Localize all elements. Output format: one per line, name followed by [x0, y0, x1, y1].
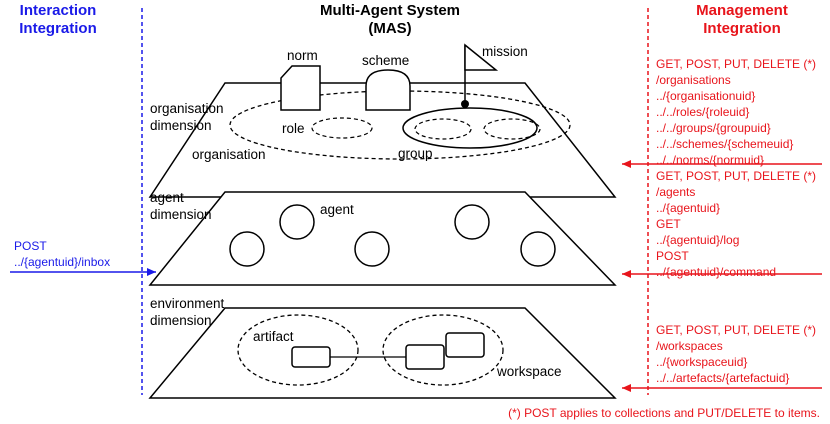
agent-dimension-label-line1: agent [150, 190, 184, 205]
mas-title-line2: (MAS) [368, 20, 411, 37]
agent-circle [520, 231, 556, 267]
mgmt-agent-line: /agents [656, 185, 695, 199]
agent-dimension-label-line2: dimension [150, 207, 212, 222]
group-ellipse [402, 107, 538, 149]
group-label: group [398, 146, 433, 161]
mission-label: mission [482, 44, 528, 59]
mgmt-agent-line: GET, POST, PUT, DELETE (*) [656, 169, 816, 183]
workspace-label: workspace [496, 364, 562, 379]
interaction-title-line1: Interaction [20, 2, 97, 19]
mission-flag-icon [464, 43, 499, 71]
management-title-line1: Management [696, 2, 788, 19]
mission-anchor-dot [461, 100, 469, 108]
org-dimension-label-line1: organisation [150, 101, 224, 116]
management-agent-block: GET, POST, PUT, DELETE (*) /agents ../{a… [656, 169, 816, 279]
management-env-block: GET, POST, PUT, DELETE (*) /workspaces .… [656, 323, 816, 385]
mgmt-org-line: ../../schemes/{schemeuid} [656, 137, 793, 151]
organisation-layer-plane [148, 82, 617, 198]
mgmt-env-line: GET, POST, PUT, DELETE (*) [656, 323, 816, 337]
footnote: (*) POST applies to collections and PUT/… [508, 406, 820, 420]
artifact-workspace-ellipse-left [237, 314, 359, 386]
scheme-icon [365, 69, 411, 111]
mgmt-org-line: GET, POST, PUT, DELETE (*) [656, 57, 816, 71]
mgmt-org-line: ../{organisationuid} [656, 89, 755, 103]
management-org-block: GET, POST, PUT, DELETE (*) /organisation… [656, 57, 816, 167]
mgmt-env-line: ../{workspaceuid} [656, 355, 747, 369]
env-dimension-label-line2: dimension [150, 313, 212, 328]
mgmt-org-line: ../../roles/{roleuid} [656, 105, 749, 119]
organisation-label: organisation [192, 147, 266, 162]
env-dimension-label-line1: environment [150, 296, 225, 311]
management-title-line2: Integration [703, 20, 781, 37]
group-role-ellipse-right [483, 118, 541, 140]
norm-label: norm [287, 48, 318, 63]
mgmt-org-line: ../../norms/{normuid} [656, 153, 764, 167]
agent-circle [454, 204, 490, 240]
artifact-box [405, 344, 445, 370]
interaction-method: POST [14, 239, 47, 253]
artifact-workspace-ellipse-right [382, 314, 504, 386]
artifact-box [445, 332, 485, 358]
mgmt-env-line: ../../artefacts/{artefactuid} [656, 371, 789, 385]
agent-label: agent [320, 202, 354, 217]
role-label: role [282, 121, 305, 136]
mgmt-agent-line: GET [656, 217, 681, 231]
environment-layer-plane [148, 307, 617, 399]
interaction-title-line2: Integration [19, 20, 97, 37]
mgmt-agent-line: POST [656, 249, 689, 263]
agent-circle [229, 231, 265, 267]
mgmt-env-line: /workspaces [656, 339, 723, 353]
norm-icon [280, 65, 321, 111]
mgmt-org-line: /organisations [656, 73, 731, 87]
mgmt-agent-line: ../{agentuid}/command [656, 265, 776, 279]
artifact-label: artifact [253, 329, 294, 344]
artifact-box [291, 346, 331, 368]
agent-circle [354, 231, 390, 267]
interaction-path: ../{agentuid}/inbox [14, 255, 110, 269]
role-ellipse [311, 117, 373, 139]
group-role-ellipse-left [414, 118, 472, 140]
mgmt-agent-line: ../{agentuid} [656, 201, 720, 215]
mgmt-agent-line: ../{agentuid}/log [656, 233, 739, 247]
mas-title-line1: Multi-Agent System [320, 2, 460, 19]
org-dimension-label-line2: dimension [150, 118, 212, 133]
agent-circle [279, 204, 315, 240]
scheme-label: scheme [362, 53, 409, 68]
mgmt-org-line: ../../groups/{groupuid} [656, 121, 771, 135]
